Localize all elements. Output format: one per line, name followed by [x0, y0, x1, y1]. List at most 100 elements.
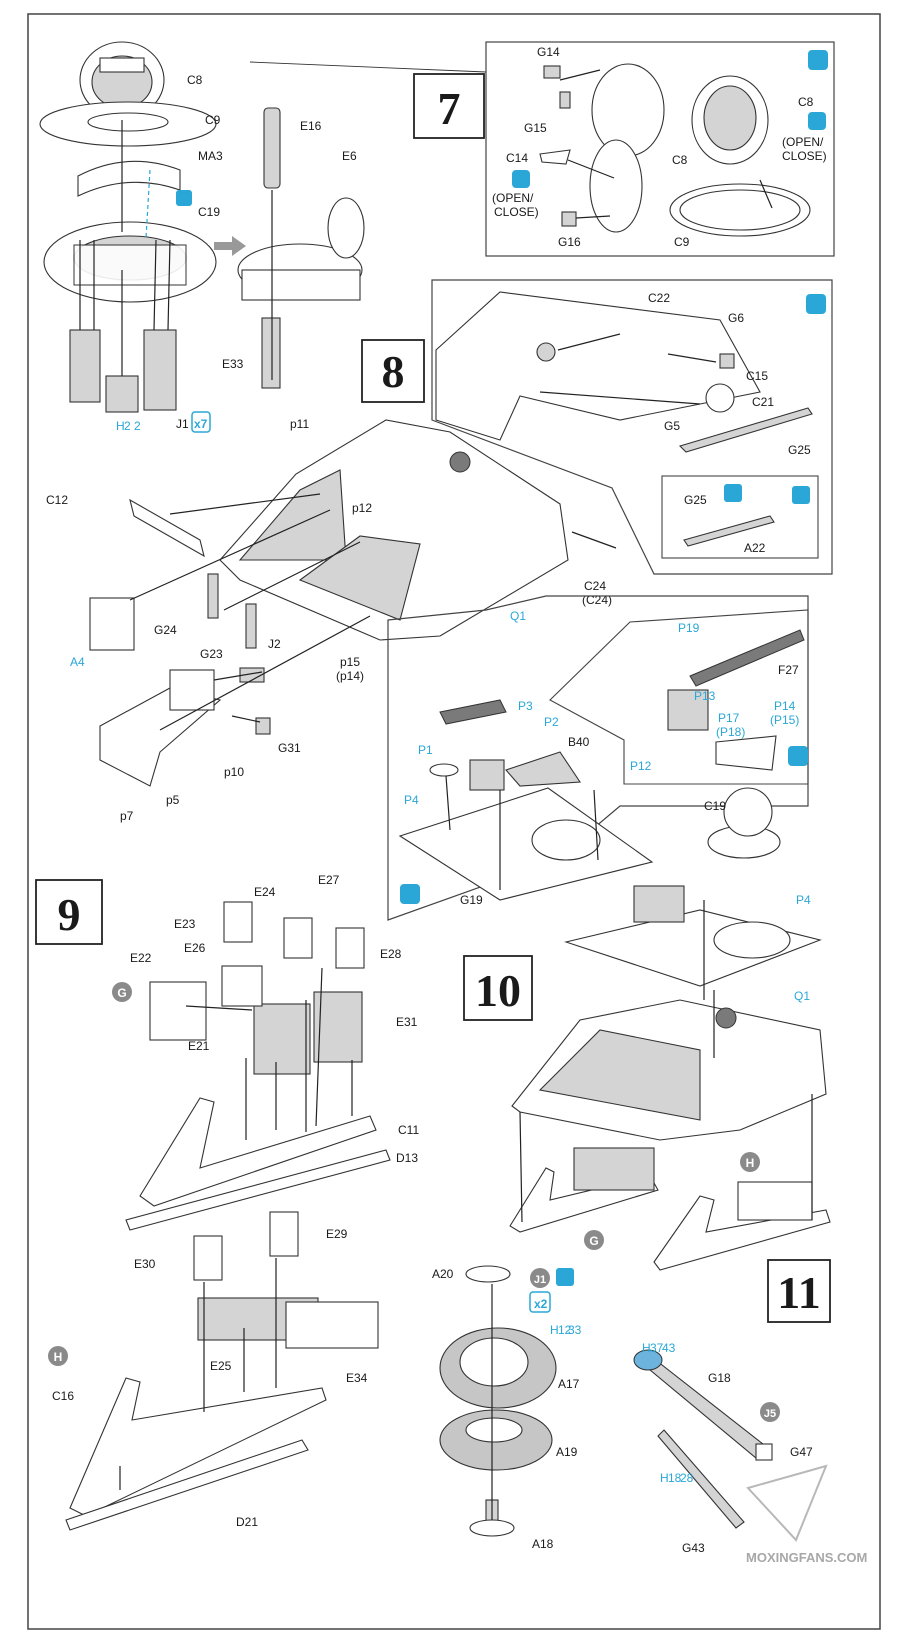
hull-assembly	[511, 999, 827, 1141]
label-p4: P4	[404, 793, 419, 807]
label-j2: J2	[268, 637, 281, 651]
label-p11: p11	[290, 417, 309, 431]
label-a22: A22	[744, 541, 766, 555]
label-c22: C22	[648, 291, 670, 305]
tow-bar-part	[633, 1349, 773, 1529]
label-p7: p7	[120, 809, 134, 823]
glue-icon-10a	[788, 746, 808, 766]
glue-drop-icon	[176, 190, 192, 206]
label-e23: E23	[174, 917, 196, 931]
step-7-detail-box	[485, 41, 835, 257]
label-c8-detail: C8	[672, 153, 688, 167]
label-h37: H	[642, 1341, 651, 1355]
label-a18: A18	[532, 1537, 554, 1551]
detail-hatch-parts	[539, 63, 811, 237]
step-11-badge	[767, 1259, 831, 1323]
g-circle-marker-10	[584, 1230, 604, 1250]
label-g18: G18	[708, 1371, 731, 1385]
label-g25: G25	[788, 443, 811, 457]
step-11-number: 11	[777, 1267, 820, 1318]
label-j1: J1	[176, 417, 189, 431]
svg-text:H: H	[54, 1350, 63, 1364]
label-g23: G23	[200, 647, 223, 661]
label-j1-qty: x7	[194, 417, 208, 431]
label-g16: G16	[558, 235, 581, 249]
label-g19: G19	[460, 893, 483, 907]
label-g14: G14	[537, 45, 560, 59]
step-8-detail-box	[431, 279, 833, 575]
label-c19: C19	[198, 205, 220, 219]
label-d13: D13	[396, 1151, 418, 1165]
label-p4-10: P4	[796, 893, 811, 907]
radio-sets-part	[149, 901, 365, 1075]
label-g24: G24	[154, 623, 177, 637]
step-7: 7 C8 C9 MA3 C19 E16 E6	[39, 41, 835, 433]
svg-text:H: H	[746, 1156, 755, 1170]
label-p5: p5	[166, 793, 180, 807]
step-10: 10 G H C19	[463, 787, 831, 1271]
step-9: 9 G H	[35, 873, 419, 1531]
h-circle-marker	[48, 1346, 68, 1366]
h-circle-marker-10	[740, 1152, 760, 1172]
svg-text:J5: J5	[764, 1408, 776, 1420]
floor-plate-part	[398, 699, 654, 901]
label-c9: C9	[205, 113, 221, 127]
label-p3: P3	[518, 699, 533, 713]
svg-text:G: G	[117, 986, 126, 1000]
svg-text:CLOSE): CLOSE)	[782, 149, 827, 163]
open-close-icon-11	[556, 1268, 574, 1286]
label-g43: G43	[682, 1541, 705, 1555]
label-e26: E26	[184, 941, 206, 955]
j5-badge	[760, 1402, 780, 1422]
label-q1: Q1	[510, 609, 526, 623]
page-frame	[27, 13, 881, 1630]
glue-icon-8	[806, 294, 826, 314]
label-g5: G5	[664, 419, 680, 433]
label-e33: E33	[222, 357, 244, 371]
front-plates	[89, 498, 271, 787]
step-10-detail: P19 F27 P3 P2 P13 P17 (P18) P14 (P15) P1…	[387, 595, 809, 921]
label-c19-10: C19	[704, 799, 726, 813]
step-9-badge	[35, 879, 103, 945]
label-a4: A4	[70, 655, 85, 669]
svg-text:CLOSE): CLOSE)	[494, 205, 539, 219]
label-a20: A20	[432, 1267, 454, 1281]
label-e25: E25	[210, 1359, 232, 1373]
step-9-number: 9	[58, 889, 81, 940]
mg-part	[667, 629, 805, 771]
label-e16: E16	[300, 119, 322, 133]
rail-h	[653, 1181, 831, 1271]
label-open-close-2: (OPEN/	[782, 135, 824, 149]
step-8: 8	[46, 279, 833, 823]
open-close-icon-2	[512, 170, 530, 188]
label-c11: C11	[398, 1123, 419, 1137]
radio-rail-g	[509, 1147, 659, 1233]
label-e31: E31	[396, 1015, 418, 1029]
label-e29: E29	[326, 1227, 348, 1241]
step-8-badge	[361, 339, 425, 403]
periscope-blocks	[69, 329, 177, 413]
label-c8: C8	[187, 73, 203, 87]
open-close-icon	[808, 112, 826, 130]
g-circle-marker	[112, 982, 132, 1002]
label-c9-detail: C9	[674, 235, 690, 249]
step-7-badge	[413, 73, 485, 139]
label-a17: A17	[558, 1377, 580, 1391]
svg-text:2: 2	[134, 419, 141, 433]
label-c8-detail-2: C8	[798, 95, 814, 109]
label-b40: B40	[568, 735, 590, 749]
label-e30: E30	[134, 1257, 156, 1271]
label-f27: F27	[778, 663, 799, 677]
label-x2: x2	[534, 1297, 548, 1311]
label-c24: C24	[584, 579, 606, 593]
glue-icon-10b	[400, 884, 420, 904]
label-c12: C12	[46, 493, 68, 507]
j1-badge: J1	[530, 1268, 550, 1288]
label-c15: C15	[746, 369, 768, 383]
svg-text:33: 33	[568, 1323, 582, 1337]
next-arrow	[214, 236, 246, 256]
label-a19: A19	[556, 1445, 578, 1459]
open-close-icon-8	[792, 486, 810, 504]
svg-text:(C24): (C24)	[582, 593, 612, 607]
label-q1-10: Q1	[794, 989, 810, 1003]
